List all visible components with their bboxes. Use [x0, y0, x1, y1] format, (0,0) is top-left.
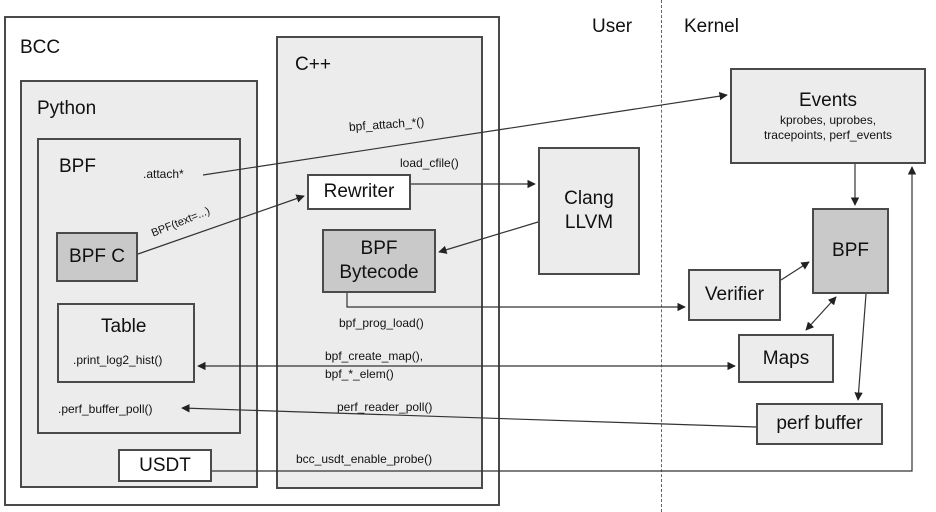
- usdt-box: USDT: [118, 449, 212, 482]
- load-cfile-label: load_cfile(): [400, 156, 459, 170]
- table-title: Table: [101, 316, 147, 337]
- arrow-bpf-to-perfbuffer: [854, 293, 867, 401]
- maps-box: Maps: [738, 334, 834, 383]
- python-bpf-container: [37, 138, 241, 434]
- table-box: [57, 303, 195, 383]
- perf-buffer-poll-method: .perf_buffer_poll(): [58, 402, 153, 416]
- verifier-box: Verifier: [688, 269, 781, 321]
- events-line2: tracepoints, perf_events: [763, 128, 893, 142]
- usdt-enable-probe-label: bcc_usdt_enable_probe(): [296, 452, 433, 466]
- cpp-title: C++: [295, 54, 331, 75]
- perf-buffer-box: perf buffer: [756, 403, 883, 445]
- bcc-title: BCC: [20, 37, 61, 58]
- arrow-bpfc-to-rewriter: [137, 194, 305, 255]
- bpf-bytecode-box: BPF Bytecode: [322, 229, 436, 293]
- bpf-prog-load-label: bpf_prog_load(): [339, 316, 424, 330]
- events-box: Events kprobes, uprobes, tracepoints, pe…: [730, 68, 926, 164]
- arrow-clang-to-bytecode: [438, 221, 539, 254]
- kernel-bpf-box: BPF: [812, 208, 889, 294]
- bpf-elem-label: bpf_*_elem(): [325, 367, 394, 381]
- perf-buffer-label: perf buffer: [776, 413, 863, 434]
- clang-llvm-box: Clang LLVM: [538, 147, 640, 275]
- usdt-label: USDT: [139, 454, 191, 476]
- bpf-c-box: BPF C: [56, 232, 138, 282]
- arrow-bytecode-to-verifier: [346, 293, 686, 312]
- perf-reader-poll-label: perf_reader_poll(): [337, 400, 433, 414]
- events-title: Events: [798, 90, 858, 111]
- clang-label: Clang: [564, 188, 614, 209]
- user-region-label: User: [592, 16, 633, 37]
- arrow-verifier-to-bpf: [780, 261, 810, 281]
- kernel-region-label: Kernel: [684, 16, 739, 37]
- user-kernel-divider: [661, 0, 662, 512]
- arrow-perfbuffer-to-poll: [181, 404, 757, 428]
- python-bpf-title: BPF: [59, 156, 96, 177]
- maps-label: Maps: [762, 347, 810, 369]
- verifier-label: Verifier: [704, 284, 765, 305]
- arrow-usdt-to-events: [212, 166, 917, 472]
- rewriter-label: Rewriter: [323, 181, 395, 202]
- python-title: Python: [37, 98, 97, 119]
- attach-method: .attach*: [143, 167, 184, 181]
- print-log2-hist-method: .print_log2_hist(): [73, 353, 163, 367]
- bpf-bytecode-line2: Bytecode: [339, 262, 419, 283]
- bpf-bytecode-line1: BPF: [360, 238, 398, 259]
- events-line1: kprobes, uprobes,: [779, 113, 877, 127]
- arrow-bpf-maps: [805, 296, 837, 331]
- bpf-c-label: BPF C: [69, 246, 125, 267]
- bpf-create-map-label: bpf_create_map(),: [325, 349, 424, 363]
- rewriter-box: Rewriter: [307, 174, 411, 210]
- arrow-attach-to-events: [202, 91, 728, 176]
- kernel-bpf-label: BPF: [832, 240, 869, 261]
- llvm-label: LLVM: [564, 212, 614, 233]
